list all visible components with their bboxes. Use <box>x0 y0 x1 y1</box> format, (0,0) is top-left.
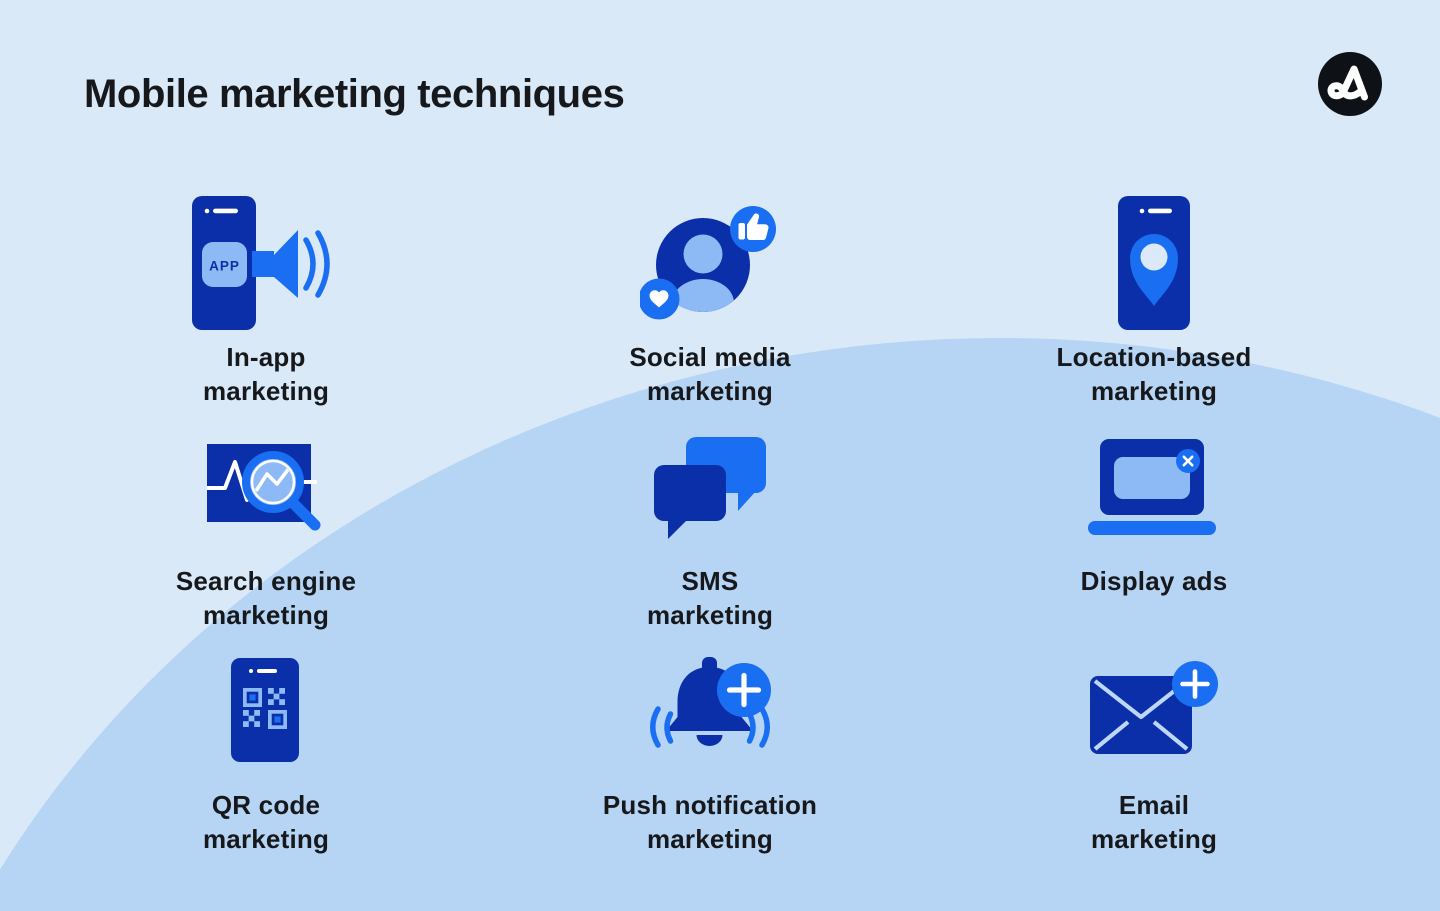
avatar-likes-icon <box>640 194 780 332</box>
app-badge-text: APP <box>209 259 240 274</box>
chat-bubbles-icon <box>650 418 770 556</box>
technique-label: Display ads <box>1080 566 1228 596</box>
brand-logo <box>1318 52 1382 116</box>
phone-location-pin-icon <box>1113 194 1195 332</box>
technique-item-display-ads: Display ads <box>932 418 1376 642</box>
envelope-plus-icon <box>1088 642 1220 780</box>
page-title: Mobile marketing techniques <box>84 72 625 116</box>
phone-megaphone-icon: APP <box>192 194 340 332</box>
phone-qr-icon <box>231 642 301 780</box>
bell-plus-icon <box>645 642 775 780</box>
stylized-a-icon <box>1318 52 1382 116</box>
laptop-ad-close-icon <box>1088 418 1220 556</box>
chart-magnifier-icon <box>199 418 333 556</box>
